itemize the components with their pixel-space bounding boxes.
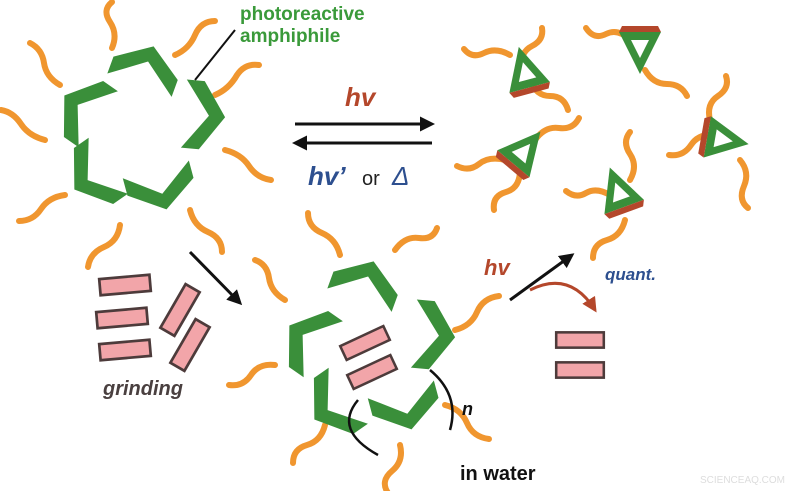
chevron-units (44, 34, 229, 219)
host-guest-complex (226, 210, 502, 491)
or-label: or (362, 168, 380, 190)
label-pointer-line (194, 29, 236, 81)
complex-guests (338, 324, 399, 391)
hv-label: hv (345, 82, 377, 112)
dispersed-monomers (454, 25, 753, 261)
guest-slabs (94, 273, 211, 373)
amphiphile-tails (0, 0, 274, 270)
hv-release-label: hv (484, 255, 511, 280)
repeat-bracket-left (347, 399, 379, 457)
equilibrium-arrows (292, 116, 435, 151)
release-curve-arrow (529, 281, 597, 313)
released-guests (554, 331, 606, 379)
grinding-arrow (188, 250, 243, 306)
amphiphile-label-line1: photoreactive (240, 4, 365, 25)
release-arrow (509, 253, 575, 302)
watermark: SCIENCEAQ.COM (700, 475, 785, 486)
in-water-label: in water (460, 463, 536, 485)
star-assembly-top (0, 0, 274, 270)
n-label: n (462, 399, 473, 419)
repeat-bracket-right (429, 369, 454, 431)
amphiphile-label-line2: amphiphile (240, 26, 340, 47)
delta-label: Δ (391, 161, 409, 191)
quant-label: quant. (605, 265, 656, 284)
grinding-label: grinding (102, 378, 183, 400)
hv-prime-label: hv’ (308, 161, 346, 191)
